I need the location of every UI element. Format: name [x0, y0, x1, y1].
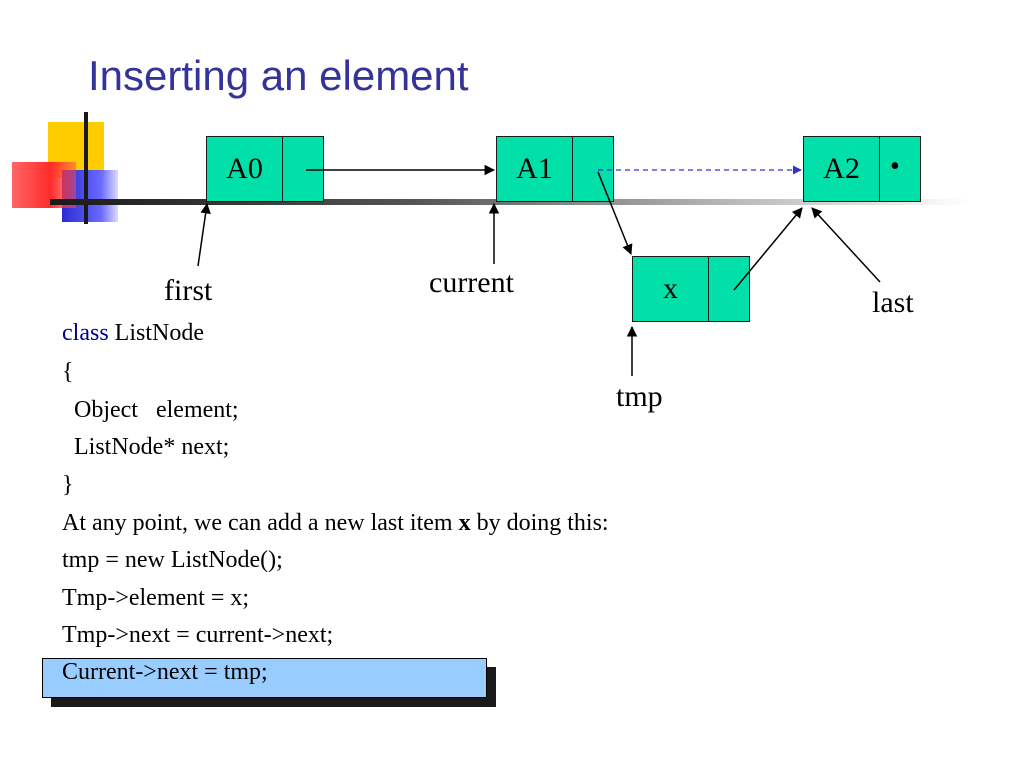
explanation-before: At any point, we can add a new last item — [62, 510, 459, 536]
node-a2: A2 • — [803, 136, 921, 202]
link-a1-x — [597, 171, 633, 255]
link-x-a2 — [733, 207, 803, 291]
code-line-new: tmp = new ListNode(); — [62, 547, 283, 573]
decorative-logo — [12, 108, 142, 228]
vertical-bar — [84, 112, 88, 224]
node-a0: A0 — [206, 136, 324, 202]
explanation-line: At any point, we can add a new last item… — [62, 510, 609, 537]
node-x-label: x — [633, 257, 709, 321]
label-tmp: tmp — [616, 380, 663, 413]
label-first: first — [164, 274, 213, 307]
highlight-box — [42, 658, 487, 698]
code-line-current-next: Current->next = tmp; — [62, 659, 268, 685]
keyword-class: class — [62, 320, 109, 346]
label-last: last — [872, 286, 914, 319]
code-line-open-brace: { — [62, 359, 74, 385]
code-line-class: class ListNode — [62, 320, 204, 347]
node-a1-label: A1 — [497, 137, 573, 201]
pointer-last — [811, 207, 881, 283]
class-name: ListNode — [108, 320, 204, 346]
explanation-bold-x: x — [458, 510, 471, 536]
code-line-element: Object element; — [62, 397, 239, 423]
code-line-set-next: Tmp->next = current->next; — [62, 622, 334, 648]
node-a1: A1 — [496, 136, 614, 202]
explanation-after: by doing this: — [470, 510, 609, 536]
label-current: current — [429, 266, 514, 299]
node-x: x — [632, 256, 750, 322]
horizontal-rule — [50, 199, 970, 205]
node-a2-label: A2 — [804, 137, 880, 201]
pointer-first — [197, 202, 211, 267]
code-line-set-element: Tmp->element = x; — [62, 585, 250, 611]
code-line-next: ListNode* next; — [62, 434, 230, 460]
node-a0-label: A0 — [207, 137, 283, 201]
code-line-close-brace: } — [62, 472, 74, 498]
null-marker: • — [890, 151, 900, 182]
slide-title: Inserting an element — [88, 52, 469, 99]
